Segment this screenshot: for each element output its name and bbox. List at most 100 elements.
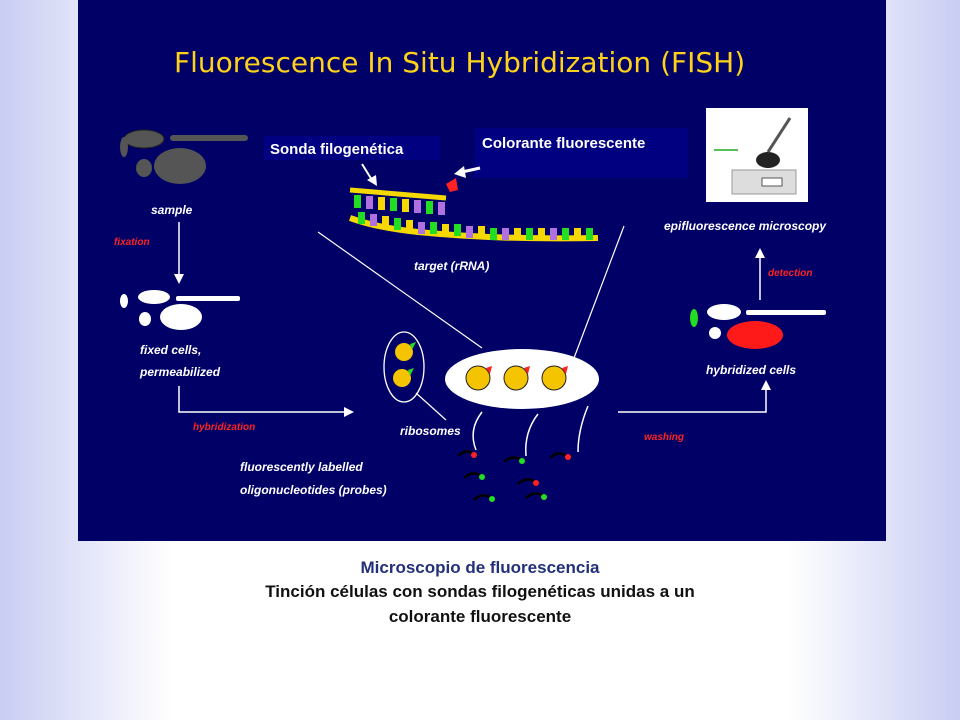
hybridization-arrow <box>178 386 346 413</box>
label-hybridized-cells: hybridized cells <box>706 363 796 377</box>
sample-cells <box>120 129 248 184</box>
hybridized-cell <box>707 304 741 320</box>
label-probes-1: fluorescently labelled <box>240 460 363 474</box>
probe-base <box>366 196 373 209</box>
rrna-base <box>442 224 449 236</box>
ribosome-inset <box>383 331 425 403</box>
fixation-arrowhead <box>174 274 184 284</box>
probe-entry-arrow <box>577 405 589 453</box>
rrna-base <box>514 228 521 240</box>
label-target: target (rRNA) <box>414 259 489 273</box>
fixed-cell <box>160 304 202 330</box>
rrna-base <box>382 216 389 228</box>
ribosome-inset-line <box>415 392 447 421</box>
rrna-base <box>490 228 497 240</box>
probe-callout-arrow <box>361 163 373 181</box>
ribosome-inset-probe <box>410 342 416 350</box>
label-hybridization: hybridization <box>193 422 255 433</box>
sample-cell <box>136 159 152 177</box>
fish-diagram-panel: Fluorescence In Situ Hybridization (FISH… <box>78 0 886 541</box>
hybridized-cell <box>709 327 721 339</box>
probe-callout-box <box>264 136 440 160</box>
microscope-objective <box>756 152 780 168</box>
probe-base <box>402 199 409 212</box>
probe-dye <box>489 496 495 502</box>
ribosome-dye <box>486 366 492 374</box>
rrna-base <box>406 220 413 232</box>
zoom-line-left <box>317 231 483 349</box>
label-sample: sample <box>151 203 193 217</box>
probe-base <box>378 197 385 210</box>
sample-cell <box>120 137 128 157</box>
probe-base <box>414 200 421 213</box>
label-fixed-cells-1: fixed cells, <box>140 343 201 357</box>
microscope-illustration <box>706 108 808 202</box>
label-washing: washing <box>644 432 684 443</box>
hybridized-cell <box>727 321 783 349</box>
probe-cloud <box>457 450 571 502</box>
rrna-bases <box>358 212 593 240</box>
probe-base <box>438 202 445 215</box>
rrna-base <box>562 228 569 240</box>
fixed-rod <box>176 296 240 301</box>
dye-callout-arrowhead <box>454 166 466 178</box>
fixed-cell <box>120 294 128 308</box>
microscope-stage <box>761 177 783 187</box>
fixed-cell <box>139 312 151 326</box>
callout-dye: Colorante fluorescente <box>482 135 645 152</box>
ribosome-dye <box>562 366 568 374</box>
microscope-arm <box>766 117 792 153</box>
probe-strand <box>549 452 567 459</box>
rrna-base <box>550 228 557 240</box>
label-microscopy: epifluorescence microscopy <box>664 219 827 233</box>
ribosome <box>503 365 529 391</box>
fish-diagram: Fluorescence In Situ Hybridization (FISH… <box>114 46 827 502</box>
washing-arrowhead <box>761 380 771 390</box>
ribosome-inset-item <box>393 369 411 387</box>
probe-bases <box>354 195 445 215</box>
ribosome <box>541 365 567 391</box>
washing-arrow <box>618 386 767 413</box>
probe-entry-arrow <box>472 411 483 451</box>
ribosome-inset-item <box>395 343 413 361</box>
hybridized-cells <box>690 304 826 349</box>
rrna-base <box>466 226 473 238</box>
ribosome-inset-probe <box>408 368 414 376</box>
rrna-base <box>394 218 401 230</box>
rrna-base <box>454 224 461 236</box>
fixed-cell <box>138 290 170 304</box>
hybridized-rod <box>746 310 826 315</box>
probe-dye <box>479 474 485 480</box>
probe-dye <box>471 452 477 458</box>
sample-cell <box>154 148 206 184</box>
rrna-base <box>538 228 545 240</box>
probe-base <box>426 201 433 214</box>
ribosome-dye <box>524 366 530 374</box>
probe-callout-arrowhead <box>367 175 377 186</box>
probe-base <box>390 198 397 211</box>
hybridized-cell <box>690 309 698 327</box>
ribosome-group <box>465 365 568 391</box>
rrna-base <box>574 228 581 240</box>
label-ribosomes: ribosomes <box>400 424 461 438</box>
probe-base <box>354 195 361 208</box>
probe-dye <box>565 454 571 460</box>
probe-entry-arrow <box>525 413 539 457</box>
rrna-base <box>526 228 533 240</box>
label-fixation: fixation <box>114 237 150 248</box>
rrna-base <box>418 222 425 234</box>
probe-dye <box>541 494 547 500</box>
ribosome <box>465 365 491 391</box>
detection-arrowhead <box>755 248 765 258</box>
diagram-title: Fluorescence In Situ Hybridization (FISH… <box>174 46 745 79</box>
callout-probe: Sonda filogenética <box>270 141 404 158</box>
label-fixed-cells-2: permeabilized <box>139 365 221 379</box>
rrna-base <box>370 214 377 226</box>
probe-backbone <box>349 187 447 201</box>
rrna-base <box>586 228 593 240</box>
hybridization-arrowhead <box>344 407 354 417</box>
rrna-base <box>502 228 509 240</box>
caption-line-2: colorante fluorescente <box>388 607 572 626</box>
sample-cell <box>123 129 165 149</box>
fixed-cells <box>120 290 240 330</box>
